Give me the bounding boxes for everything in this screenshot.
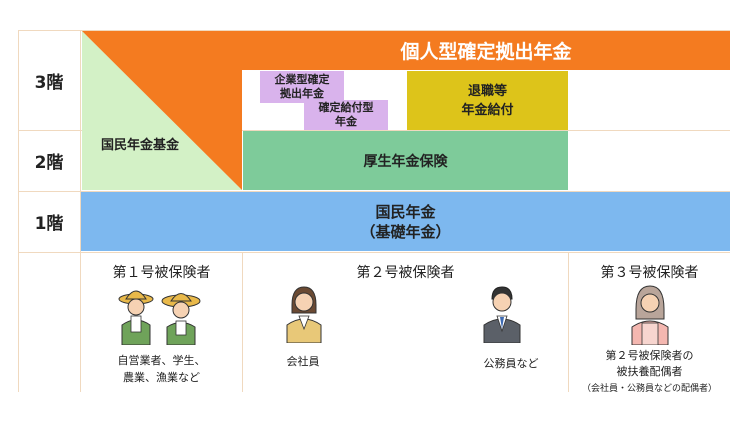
grid-line-3-2 bbox=[18, 130, 730, 131]
category-title-no1: 第１号被保険者 bbox=[112, 265, 211, 281]
spouse-woman-icon bbox=[627, 283, 673, 345]
category-desc-no2-left: 会社員 bbox=[286, 355, 320, 368]
category-desc-no2-right: 公務員など bbox=[483, 357, 539, 370]
grid-line-col-1-2 bbox=[242, 252, 243, 392]
kokumin-kikin-label: 国民年金基金 bbox=[100, 137, 179, 153]
ideco-label: 個人型確定拠出年金 bbox=[400, 41, 572, 63]
grid-line-2-1 bbox=[18, 191, 730, 192]
farmer-man-icon bbox=[116, 287, 156, 345]
floor-label-3: 3階 bbox=[34, 72, 64, 93]
category-title-no3: 第３号被保険者 bbox=[600, 265, 699, 281]
category-note-no3: （会社員・公務員などの配偶者） bbox=[581, 383, 717, 394]
farmer-woman-icon bbox=[160, 289, 202, 345]
grid-line-left bbox=[18, 30, 19, 392]
kosei-nenkin-block: 厚生年金保険 bbox=[243, 131, 568, 190]
category-desc-no1: 自営業者、学生、 農業、漁業など bbox=[117, 354, 206, 384]
grid-line-1-people bbox=[18, 252, 730, 253]
category-desc-no3: 第２号被保険者の 被扶養配偶者 bbox=[605, 349, 694, 378]
category-title-no2: 第２号被保険者 bbox=[356, 265, 455, 281]
floor-label-1: 1階 bbox=[34, 214, 64, 234]
taishoku-block: 退職等 年金給付 bbox=[407, 71, 568, 130]
ideco-shape bbox=[82, 31, 730, 190]
office-man-icon bbox=[479, 283, 525, 343]
grid-line-label-col bbox=[80, 30, 81, 392]
kigyo-dc-block: 企業型確定 拠出年金 bbox=[260, 71, 344, 103]
grid-line-top bbox=[18, 30, 730, 31]
grid-line-col-2-3 bbox=[568, 252, 569, 392]
office-woman-icon bbox=[282, 283, 326, 343]
kokumin-nenkin-block: 国民年金 （基礎年金） bbox=[81, 192, 730, 251]
floor-label-2: 2階 bbox=[34, 153, 64, 173]
db-block: 確定給付型 年金 bbox=[304, 100, 388, 130]
